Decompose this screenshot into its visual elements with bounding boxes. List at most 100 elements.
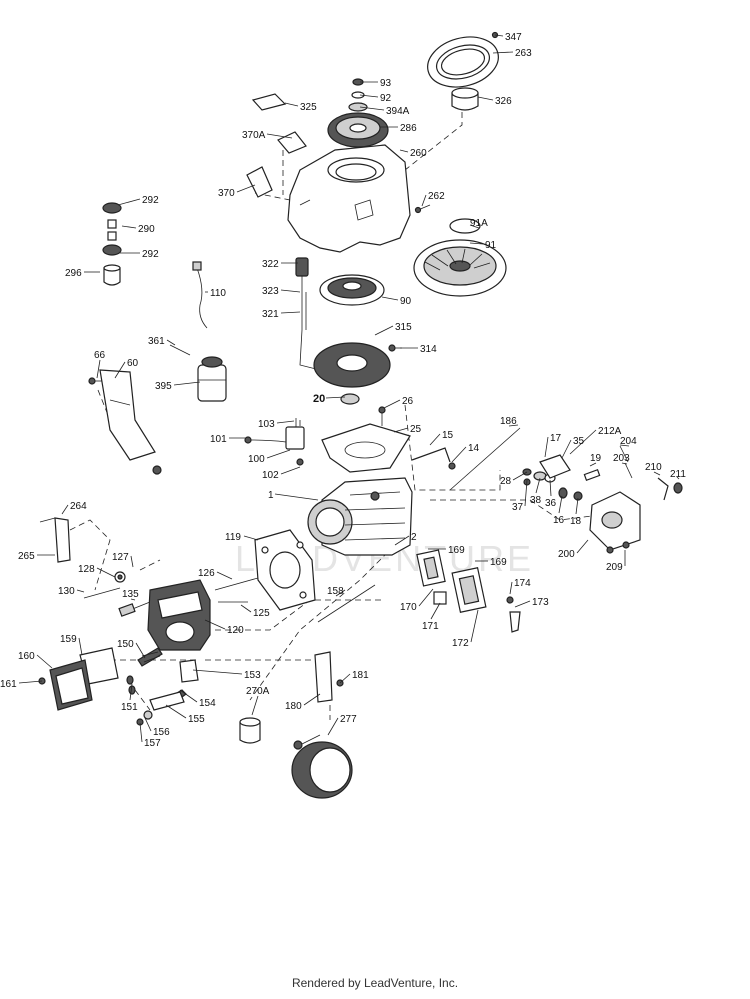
leader-154 (179, 689, 198, 703)
callout-322: 322 (262, 259, 279, 270)
callout-209: 209 (606, 562, 623, 573)
callout-100: 100 (248, 454, 265, 465)
leader-292 (117, 198, 141, 206)
callout-260: 260 (410, 148, 427, 159)
leader-153 (192, 669, 243, 675)
callout-90: 90 (400, 296, 412, 307)
leader-120 (204, 619, 226, 630)
leader-262 (421, 194, 427, 207)
callout-155: 155 (188, 714, 205, 725)
callout-125: 125 (253, 608, 270, 619)
callout-119: 119 (225, 532, 241, 543)
leader-290 (121, 225, 137, 229)
leader-35 (561, 439, 572, 459)
callout-395: 395 (155, 381, 172, 392)
callout-128: 128 (78, 564, 95, 575)
leader-19 (589, 462, 597, 467)
callout-19: 19 (590, 453, 602, 464)
air-baffle (99, 369, 156, 461)
leader-38 (535, 477, 541, 494)
leader-103 (276, 420, 295, 424)
callout-25: 25 (410, 424, 422, 435)
leader-91 (469, 242, 484, 245)
callout-158: 158 (327, 586, 344, 597)
callout-110: 110 (210, 288, 226, 299)
control-bracket (589, 491, 641, 554)
leader-180 (303, 693, 321, 706)
leader-186 (508, 424, 519, 427)
callout-170: 170 (400, 602, 417, 613)
leader-394A (359, 106, 385, 111)
callout-20: 20 (313, 393, 325, 405)
carburetor-gaskets (416, 549, 487, 613)
callout-17: 17 (550, 433, 562, 444)
head-bracket (39, 517, 71, 563)
footer-credit: Rendered by LeadVenture, Inc. (291, 976, 459, 990)
callout-394A: 394A (386, 106, 410, 117)
callout-127: 127 (112, 552, 129, 563)
leader-130 (76, 589, 85, 593)
flywheel-magnet (319, 274, 385, 306)
callout-2: 2 (411, 532, 417, 543)
leader-210 (653, 471, 661, 476)
rotating-screen (327, 112, 389, 148)
leader-212A (569, 429, 597, 455)
rocker-bracket (179, 659, 199, 683)
callout-286: 286 (400, 123, 417, 134)
leader-90 (381, 296, 399, 301)
valve-cover-assembly (38, 647, 119, 711)
callout-326: 326 (495, 96, 512, 107)
leader-370 (236, 184, 256, 193)
leader-119 (243, 535, 259, 541)
callout-159: 159 (60, 634, 77, 645)
callout-370: 370 (218, 188, 235, 199)
callout-347: 347 (505, 32, 522, 43)
leader-270A (251, 695, 259, 716)
callout-26: 26 (402, 396, 414, 407)
nut-washer-stack (348, 78, 368, 112)
leader-395 (173, 381, 201, 386)
head-bolts (214, 577, 259, 603)
callout-103: 103 (258, 419, 275, 430)
adjuster-nut (136, 710, 153, 726)
callout-labels: 3472639392394A325326286370A2603702922902… (0, 32, 686, 749)
throttle-clip (657, 477, 683, 501)
callout-290: 290 (138, 224, 155, 235)
callout-323: 323 (262, 286, 279, 297)
leader-14 (451, 446, 467, 463)
leader-323 (280, 289, 301, 293)
callout-60: 60 (127, 358, 139, 369)
decal-small (277, 131, 307, 154)
side-panel (246, 166, 273, 198)
callout-181: 181 (352, 670, 369, 681)
leader-17 (544, 436, 549, 458)
leader-15 (429, 433, 441, 446)
callout-210: 210 (645, 462, 662, 473)
leader-150 (135, 642, 146, 659)
recoil-housing-ring (427, 31, 499, 88)
leader-127 (130, 555, 134, 568)
leader-370A (266, 133, 293, 139)
leader-91A (469, 224, 480, 229)
governor-linkage (522, 454, 601, 501)
leader-200 (576, 539, 589, 554)
leader-126 (216, 571, 233, 580)
callout-211: 211 (670, 469, 686, 480)
callout-169: 169 (448, 545, 465, 556)
leader-20 (325, 396, 346, 399)
leader-158 (335, 589, 346, 597)
push-rod (317, 584, 376, 623)
leader-263 (492, 51, 514, 54)
callout-16: 16 (553, 515, 565, 526)
leader-260 (399, 149, 409, 153)
callout-120: 120 (227, 625, 244, 636)
callout-361: 361 (148, 336, 165, 347)
callout-370A: 370A (242, 130, 266, 141)
callout-91: 91 (485, 240, 497, 251)
callout-315: 315 (395, 322, 412, 333)
starter-cup (451, 87, 479, 111)
callout-28: 28 (500, 476, 512, 487)
callout-292: 292 (142, 195, 159, 206)
callout-14: 14 (468, 443, 480, 454)
callout-160: 160 (18, 651, 35, 662)
